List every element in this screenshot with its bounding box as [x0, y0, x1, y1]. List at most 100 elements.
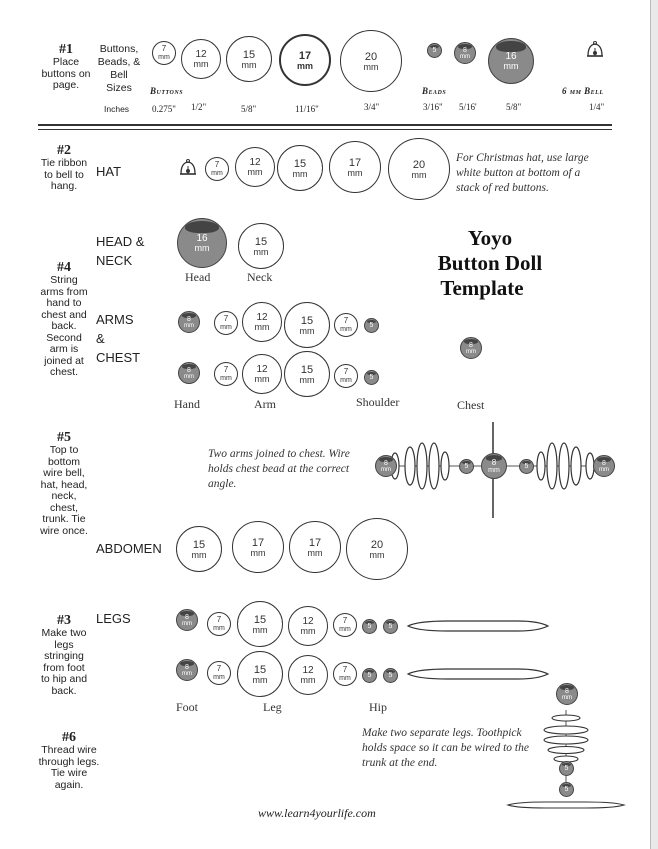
step-4-text: String arms from hand to chest and back.…: [40, 274, 88, 378]
inches-label: Inches: [104, 104, 130, 114]
inch-15mm: 5/8": [241, 104, 257, 114]
divider-bottom: [38, 129, 612, 130]
label-foot: Foot: [176, 700, 199, 714]
label-arm: Arm: [254, 397, 276, 411]
step-3-number: #3: [57, 613, 71, 628]
hat-note: For Christmas hat, use large white butto…: [456, 152, 589, 194]
label-chest: Chest: [457, 398, 485, 412]
step-3-text: Make two legs stringing from foot to hip…: [40, 627, 88, 697]
footer-url[interactable]: www.learn4yourlife.com: [258, 806, 376, 820]
step-4-number: #4: [57, 260, 71, 275]
section-abdomen: ABDOMEN: [96, 541, 162, 556]
arm2-bead-5mm: 5: [364, 370, 379, 385]
section-arms-1: ARMS: [96, 312, 134, 327]
title-line-2: Button Doll: [437, 251, 543, 275]
assembled-shoulder-right: 5: [519, 459, 534, 474]
section-hat: HAT: [96, 164, 122, 179]
label-shoulder: Shoulder: [356, 395, 400, 409]
step-6: #6 Thread wire through legs. Tie wire ag…: [38, 730, 100, 791]
vertical-leg-diagram: [506, 710, 626, 809]
legs-note: Make two separate legs. Toothpick holds …: [362, 727, 529, 769]
beads-label: Beads: [422, 86, 447, 96]
toothpick-1: [406, 620, 550, 632]
inch-bell: 1/4": [589, 102, 605, 112]
bell-icon: [587, 41, 603, 57]
section-arms-3: CHEST: [96, 350, 141, 365]
arm1-bead-5mm: 5: [364, 318, 379, 333]
label-hand: Hand: [174, 397, 200, 411]
step-4: #4 String arms from hand to chest and ba…: [38, 260, 90, 379]
step-1-number: #1: [59, 42, 73, 57]
step-2-text: Tie ribbon to bell to hang.: [40, 157, 88, 192]
inch-bead-8mm: 5/16': [459, 102, 477, 112]
bell-label: 6 mm Bell: [562, 86, 604, 96]
section-arms-2: &: [96, 331, 105, 346]
divider-top: [38, 124, 612, 126]
label-leg: Leg: [263, 700, 282, 714]
leg1-bead-5mm-a: 5: [362, 619, 377, 634]
step-2: #2 Tie ribbon to bell to hang.: [38, 143, 90, 193]
section-head-1: HEAD &: [96, 234, 145, 249]
step-5: #5 Top to bottom wire bell, hat, head, n…: [38, 430, 90, 537]
step-5-number: #5: [57, 430, 71, 445]
title-line-3: Template: [440, 276, 524, 300]
leg1-bead-5mm-b: 5: [383, 619, 398, 634]
vleg-bead-5mm-b: 5: [559, 782, 574, 797]
label-head: Head: [185, 270, 211, 284]
inch-17mm: 11/16": [295, 104, 319, 114]
buttons-label: Buttons: [150, 86, 184, 96]
assembled-shoulder-left: 5: [459, 459, 474, 474]
bead-5mm: 5: [427, 43, 442, 58]
leg2-bead-5mm-b: 5: [383, 668, 398, 683]
inch-20mm: 3/4": [364, 102, 380, 112]
step-6-text: Thread wire through legs. Tie wire again…: [38, 744, 100, 791]
section-head-2: NECK: [96, 253, 133, 268]
toothpick-2: [406, 668, 550, 680]
title-line-1: Yoyo: [467, 226, 513, 250]
label-neck: Neck: [247, 270, 273, 284]
step-1-text: Place buttons on page.: [41, 56, 91, 91]
step-2-number: #2: [57, 143, 71, 158]
inch-12mm: 1/2": [191, 102, 207, 112]
inch-7mm: 0.275": [152, 104, 176, 114]
section-legs: LEGS: [96, 611, 131, 626]
inch-bead-16mm: 5/8": [506, 102, 522, 112]
arms-note: Two arms joined to chest. Wire holds che…: [208, 448, 350, 490]
